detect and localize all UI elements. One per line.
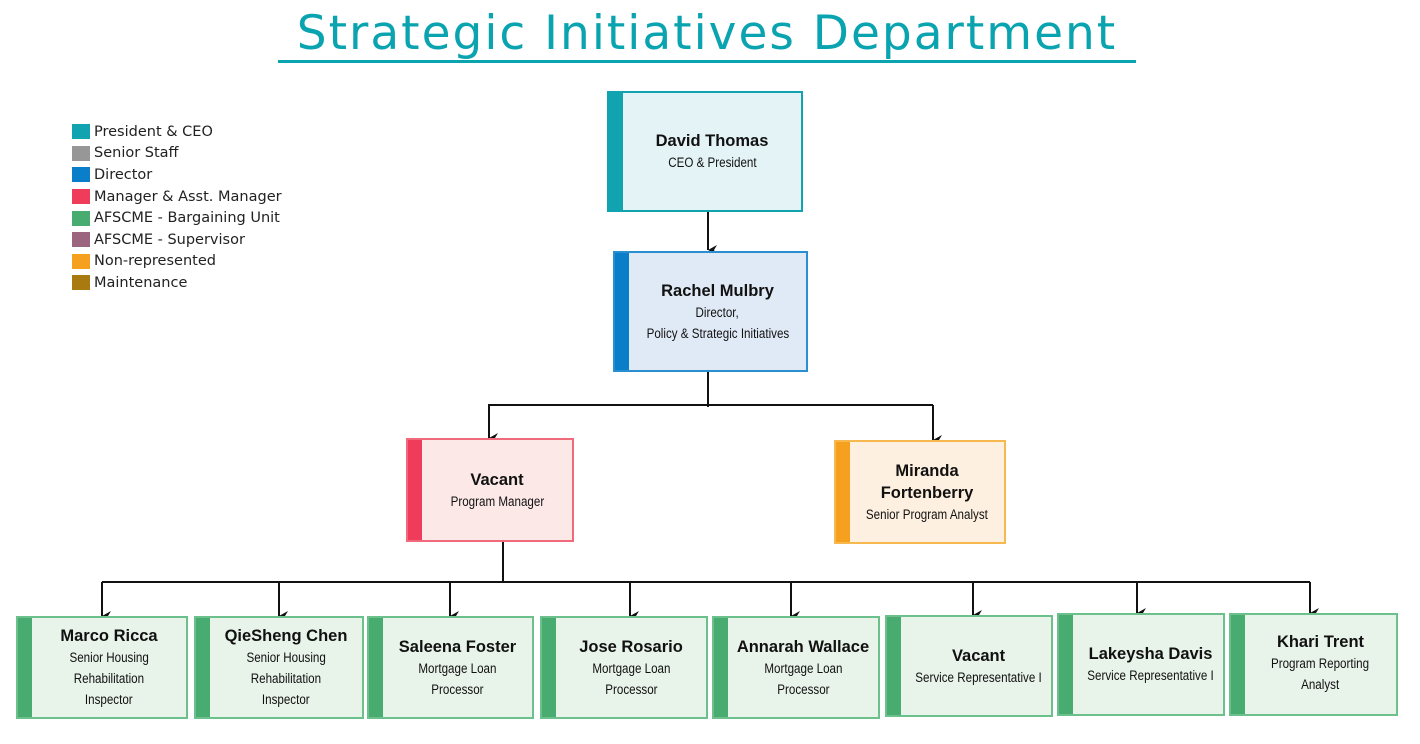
legend-item-manager: Manager & Asst. Manager [72, 186, 282, 208]
node-role: Processor [776, 681, 830, 697]
category-band [542, 618, 556, 717]
legend-item-senior-staff: Senior Staff [72, 143, 282, 165]
legend-label: President & CEO [94, 123, 213, 140]
node-role: Mortgage Loan [591, 660, 671, 676]
legend-label: Manager & Asst. Manager [94, 188, 282, 205]
legend: President & CEO Senior Staff Director Ma… [72, 121, 282, 294]
node-name: David Thomas [655, 132, 769, 150]
node-role: Senior Housing [246, 650, 326, 665]
category-band [615, 253, 629, 370]
node-role: Inspector [262, 692, 310, 707]
org-node-staff[interactable]: Annarah Wallace Mortgage Loan Processor [712, 616, 880, 719]
legend-item-afscme-supervisor: AFSCME - Supervisor [72, 229, 282, 251]
category-band [408, 440, 422, 540]
node-role: Program Reporting [1271, 656, 1370, 671]
node-role: Senior Housing [69, 650, 149, 665]
node-role: Director, [695, 304, 740, 320]
legend-label: AFSCME - Supervisor [94, 231, 245, 248]
category-band [1231, 615, 1245, 714]
node-role: CEO & President [667, 155, 757, 170]
category-band [887, 617, 901, 715]
legend-swatch [72, 189, 90, 205]
legend-label: Senior Staff [94, 145, 179, 162]
node-name: Vacant [470, 470, 524, 489]
node-role: Service Representative I [915, 669, 1042, 685]
node-name: Miranda [895, 461, 959, 480]
org-node-staff[interactable]: Vacant Service Representative I [885, 615, 1053, 717]
org-node-staff[interactable]: Khari Trent Program Reporting Analyst [1229, 613, 1398, 716]
category-band [18, 618, 32, 717]
org-node-staff[interactable]: Lakeysha Davis Service Representative I [1057, 613, 1225, 716]
legend-swatch [72, 145, 90, 161]
node-role: Rehabilitation [250, 671, 322, 686]
category-band [369, 618, 383, 717]
node-name: Saleena Foster [398, 637, 517, 656]
node-name: Khari Trent [1276, 633, 1365, 651]
legend-swatch [72, 210, 90, 226]
category-band [196, 618, 210, 717]
category-band [609, 93, 623, 210]
legend-swatch [72, 253, 90, 269]
org-node-director[interactable]: Rachel Mulbry Director, Policy & Strateg… [613, 251, 808, 372]
legend-item-non-represented: Non-represented [72, 251, 282, 273]
node-role: Analyst [1301, 677, 1340, 692]
org-node-ceo[interactable]: David Thomas CEO & President [607, 91, 803, 212]
page-title: Strategic Initiatives Department [296, 6, 1118, 61]
node-role: Senior Program Analyst [866, 506, 988, 522]
connector-staff-arrows [101, 582, 1319, 621]
node-name: Vacant [951, 646, 1006, 665]
node-name: Annarah Wallace [736, 637, 870, 656]
node-name: QieSheng Chen [224, 627, 348, 645]
legend-item-director: Director [72, 164, 282, 186]
org-node-staff[interactable]: Marco Ricca Senior Housing Rehabilitatio… [16, 616, 188, 719]
node-role: Mortgage Loan [763, 660, 843, 676]
org-node-staff[interactable]: QieSheng Chen Senior Housing Rehabilitat… [194, 616, 364, 719]
org-node-program-manager[interactable]: Vacant Program Manager [406, 438, 574, 542]
legend-label: Maintenance [94, 274, 188, 291]
legend-swatch [72, 232, 90, 248]
legend-label: Director [94, 166, 153, 183]
legend-item-maintenance: Maintenance [72, 272, 282, 294]
node-role: Mortgage Loan [418, 660, 497, 676]
node-name: Fortenberry [880, 483, 974, 502]
node-name: Marco Ricca [60, 627, 158, 645]
category-band [714, 618, 728, 717]
legend-label: Non-represented [94, 253, 216, 270]
node-name: Jose Rosario [579, 637, 683, 656]
legend-swatch [72, 124, 90, 140]
node-role: Processor [431, 681, 484, 697]
category-band [1059, 615, 1073, 714]
org-node-senior-analyst[interactable]: Miranda Fortenberry Senior Program Analy… [834, 440, 1006, 544]
node-name: Rachel Mulbry [661, 281, 774, 300]
node-name: Lakeysha Davis [1088, 645, 1213, 663]
org-node-staff[interactable]: Jose Rosario Mortgage Loan Processor [540, 616, 708, 719]
node-role: Processor [604, 681, 658, 697]
node-role: Program Manager [450, 493, 544, 509]
legend-item-afscme-bargaining: AFSCME - Bargaining Unit [72, 207, 282, 229]
org-node-staff[interactable]: Saleena Foster Mortgage Loan Processor [367, 616, 534, 719]
legend-label: AFSCME - Bargaining Unit [94, 210, 280, 227]
category-band [836, 442, 850, 542]
node-role: Service Representative I [1087, 668, 1214, 683]
legend-item-president-ceo: President & CEO [72, 121, 282, 143]
node-role: Inspector [85, 692, 133, 707]
title-underline [278, 60, 1136, 63]
legend-swatch [72, 167, 90, 183]
node-role: Rehabilitation [73, 671, 145, 686]
legend-swatch [72, 275, 90, 291]
node-role: Policy & Strategic Initiatives [646, 325, 789, 341]
